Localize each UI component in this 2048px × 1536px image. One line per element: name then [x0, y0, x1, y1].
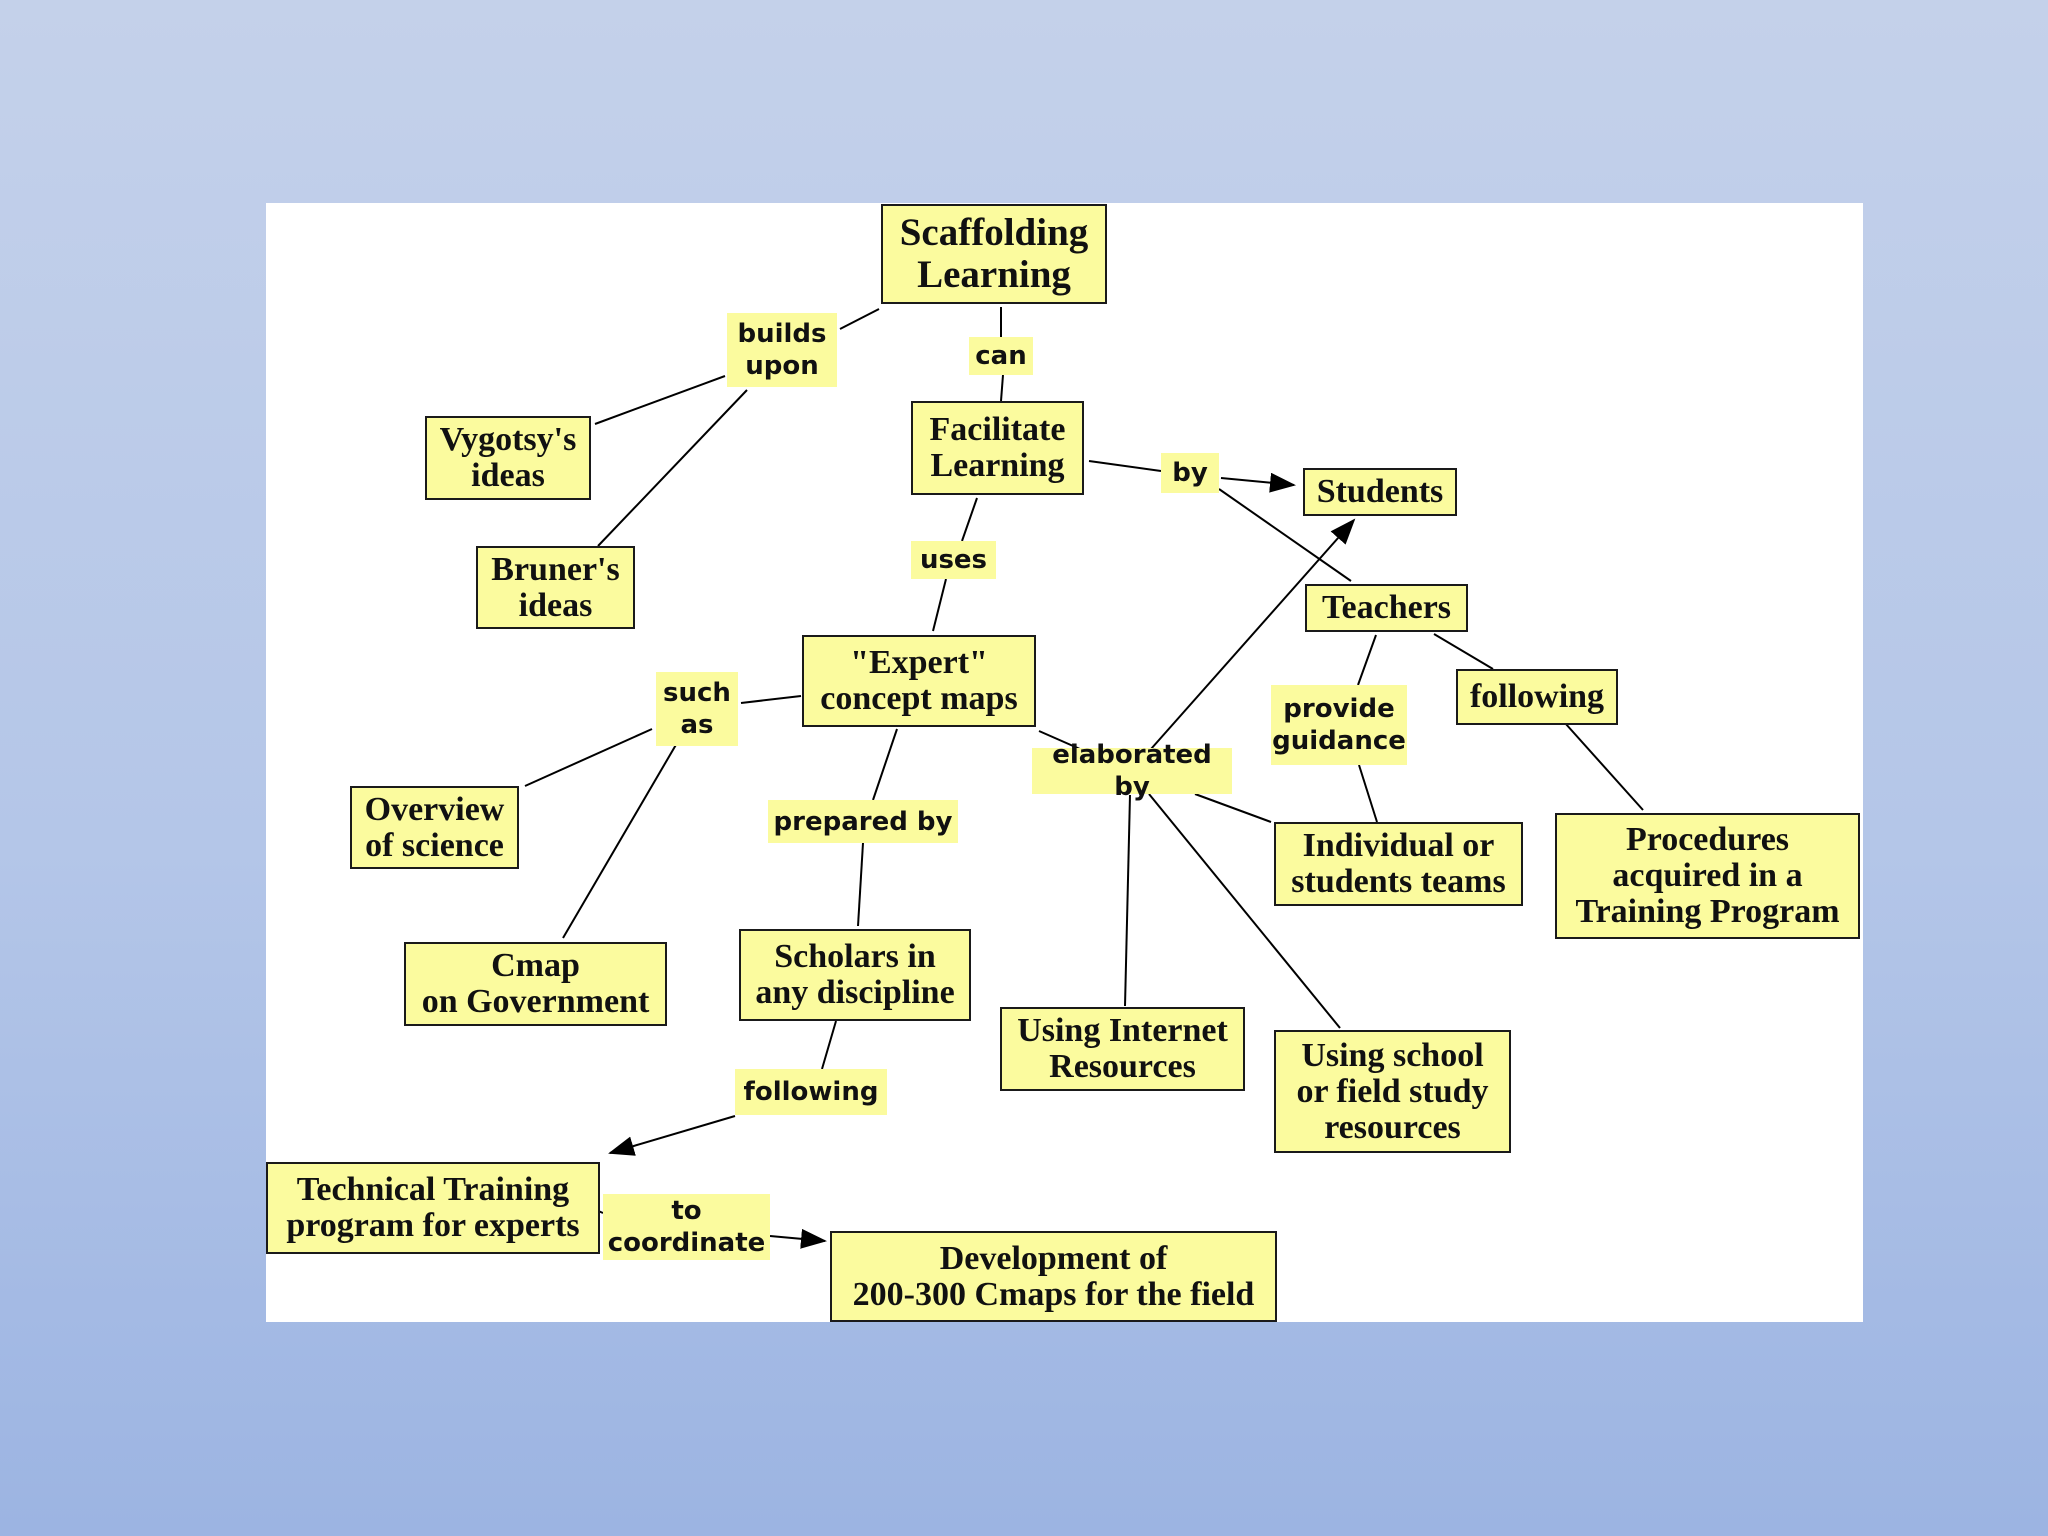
concept-map-connectors	[524, 307, 1644, 1249]
link-by: by	[1161, 453, 1219, 493]
edge-elaborated-by-students	[1150, 518, 1356, 750]
concept-individual-or-student-teams: Individual or students teams	[1274, 822, 1523, 906]
concept-vygotsky-ideas: Vygotsy's ideas	[425, 416, 591, 500]
concept-cmap-on-government: Cmap on Government	[404, 942, 667, 1026]
edge-elaborated-by-individual	[1194, 793, 1272, 823]
edge-builds-upon-vygotsky	[594, 375, 726, 425]
link-to-coordinate: to coordinate	[603, 1194, 770, 1260]
edge-following-technical	[608, 1115, 736, 1156]
concept-procedures-training-program: Procedures acquired in a Training Progra…	[1555, 813, 1860, 939]
concept-students: Students	[1303, 468, 1457, 516]
edge-expert-elaborated-by	[1038, 730, 1081, 750]
concept-expert-concept-maps: "Expert" concept maps	[802, 635, 1036, 727]
link-such-as: such as	[656, 672, 738, 746]
concept-facilitate-learning: Facilitate Learning	[911, 401, 1084, 495]
concept-teachers: Teachers	[1305, 584, 1468, 632]
edge-teachers-following	[1433, 633, 1494, 670]
concept-development-cmaps: Development of 200-300 Cmaps for the fie…	[830, 1231, 1277, 1322]
link-can: can	[969, 337, 1033, 375]
link-following-scholars: following	[735, 1069, 887, 1115]
edge-expert-such-as	[740, 695, 802, 704]
edge-expert-prepared-by	[872, 728, 898, 801]
edge-teachers-provide-guidance	[1357, 634, 1377, 686]
edge-elaborated-by-internet	[1124, 794, 1131, 1007]
link-builds-upon: builds upon	[727, 313, 837, 387]
link-provide-guidance: provide guidance	[1271, 685, 1407, 765]
edge-provide-guidance-individual	[1358, 764, 1378, 823]
edge-builds-upon-bruner	[597, 389, 748, 547]
edge-facilitate-by	[1088, 460, 1162, 472]
edge-scholars-following	[821, 1020, 837, 1070]
edge-such-as-cmap	[562, 742, 678, 939]
concept-scaffolding-learning: Scaffolding Learning	[881, 204, 1107, 304]
concept-using-internet-resources: Using Internet Resources	[1000, 1007, 1245, 1091]
edge-uses-expert	[932, 578, 947, 632]
edge-scaffolding-builds-upon	[839, 308, 880, 330]
concept-bruner-ideas: Bruner's ideas	[476, 546, 635, 629]
edge-by-students	[1220, 472, 1296, 493]
edge-following-procedures	[1564, 722, 1644, 811]
concept-technical-training-program: Technical Training program for experts	[266, 1162, 600, 1254]
concept-following: following	[1456, 669, 1618, 725]
link-prepared-by: prepared by	[768, 800, 958, 843]
edge-can-facilitate	[1000, 374, 1004, 402]
concept-using-school-field-resources: Using school or field study resources	[1274, 1030, 1511, 1153]
link-elaborated-by: elaborated by	[1032, 740, 1232, 802]
concept-map-canvas: builds upon can by uses such as provide …	[266, 203, 1863, 1322]
edge-prepared-by-scholars	[857, 842, 864, 927]
edge-by-teachers	[1218, 488, 1352, 582]
edge-such-as-overview	[524, 728, 653, 787]
edge-to-coordinate-development	[769, 1228, 827, 1249]
edge-facilitate-uses	[961, 497, 978, 542]
concept-scholars-any-discipline: Scholars in any discipline	[739, 929, 971, 1021]
edge-elaborated-by-school	[1148, 793, 1341, 1029]
concept-overview-of-science: Overview of science	[350, 786, 519, 869]
link-uses: uses	[911, 541, 996, 579]
